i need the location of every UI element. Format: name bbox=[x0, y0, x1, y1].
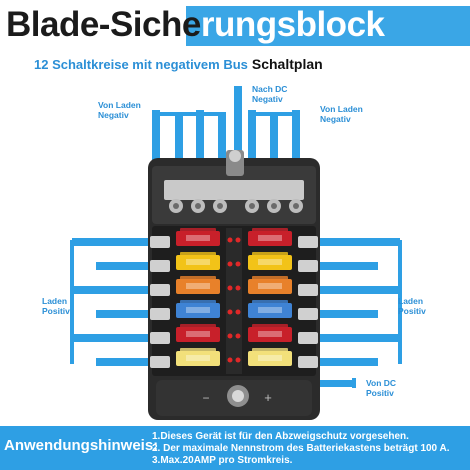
indicator-leds bbox=[227, 237, 241, 363]
title-part-dark: Blade-Siche bbox=[6, 5, 201, 44]
label-right: Laden Positiv bbox=[398, 296, 426, 316]
label-left: Laden Positiv bbox=[42, 296, 70, 316]
note-2: 2. Der maximale Nennstrom des Batterieka… bbox=[152, 443, 450, 454]
blade-fuse bbox=[176, 327, 220, 342]
label-top-left-line1: Von Laden bbox=[98, 100, 141, 110]
label-top-left-line2: Negativ bbox=[98, 110, 129, 120]
fuses-left bbox=[176, 228, 220, 366]
blade-fuse-cap bbox=[252, 300, 288, 305]
label-top-center: Nach DC Negativ bbox=[252, 84, 287, 104]
blade-fuse bbox=[176, 255, 220, 270]
title-part-light: rungsblock bbox=[200, 5, 385, 44]
label-top-left: Von Laden Negativ bbox=[98, 100, 141, 120]
blade-fuse-cap bbox=[252, 252, 288, 257]
fuses-right bbox=[248, 228, 292, 366]
note-3: 3.Max.20AMP pro Stromkreis. bbox=[152, 455, 293, 466]
fuse-window bbox=[258, 259, 282, 265]
fuse-window bbox=[186, 307, 210, 313]
fuse-window bbox=[186, 355, 210, 361]
label-top-center-line2: Negativ bbox=[252, 94, 283, 104]
notes-title: Anwendungshinweis: bbox=[4, 437, 159, 454]
label-top-center-line1: Nach DC bbox=[252, 84, 288, 94]
title-highlight-bar bbox=[186, 6, 470, 46]
side-wires-right bbox=[318, 238, 402, 366]
top-wires-left bbox=[152, 110, 226, 190]
notes-bar bbox=[0, 426, 470, 470]
blade-fuse bbox=[248, 327, 292, 342]
blade-fuse bbox=[248, 255, 292, 270]
fuse-window bbox=[258, 283, 282, 289]
terminal-lugs-right bbox=[298, 236, 318, 368]
title-banner: Blade-Sicherungsblock bbox=[0, 0, 470, 50]
blade-fuse bbox=[248, 279, 292, 294]
fuse-window bbox=[258, 235, 282, 241]
negative-bus-bar bbox=[164, 150, 304, 213]
blade-fuse bbox=[176, 303, 220, 318]
page-title: Blade-Sicherungsblock bbox=[6, 4, 385, 46]
label-right-line1: Laden bbox=[398, 296, 424, 306]
blade-fuse-cap bbox=[180, 348, 216, 353]
blade-fuse bbox=[248, 231, 292, 246]
label-left-line1: Laden bbox=[42, 296, 68, 306]
note-1: 1.Dieses Gerät ist für den Abzweigschutz… bbox=[152, 431, 409, 442]
label-left-line2: Positiv bbox=[42, 306, 70, 316]
notes-list: 1.Dieses Gerät ist für den Abzweigschutz… bbox=[152, 431, 450, 467]
label-top-right-line1: Von Laden bbox=[320, 104, 363, 114]
blade-fuse bbox=[176, 351, 220, 366]
blade-fuse bbox=[248, 303, 292, 318]
fuse-window bbox=[186, 259, 210, 265]
bottom-terminals: − + bbox=[202, 385, 272, 407]
negative-symbol: − bbox=[202, 391, 209, 405]
fuse-window bbox=[258, 331, 282, 337]
blade-fuse bbox=[176, 279, 220, 294]
blade-fuse-cap bbox=[180, 324, 216, 329]
blade-fuse-cap bbox=[180, 252, 216, 257]
subtitle-schematic: Schaltplan bbox=[251, 56, 323, 72]
subtitle-circuits: 12 Schaltkreise mit negativem Bus bbox=[34, 57, 248, 72]
label-dc-positive-line1: Von DC bbox=[366, 378, 397, 388]
blade-fuse-cap bbox=[252, 228, 288, 233]
blade-fuse-cap bbox=[252, 324, 288, 329]
blade-fuse bbox=[248, 351, 292, 366]
label-right-line2: Positiv bbox=[398, 306, 426, 316]
label-top-right: Von Laden Negativ bbox=[320, 104, 363, 124]
side-wires-left bbox=[70, 238, 156, 366]
blade-fuse-cap bbox=[180, 276, 216, 281]
fuse-window bbox=[186, 331, 210, 337]
label-dc-positive: Von DC Positiv bbox=[366, 378, 396, 398]
blade-fuse-cap bbox=[252, 276, 288, 281]
top-wires-right bbox=[248, 110, 300, 190]
fuse-window bbox=[186, 235, 210, 241]
blade-fuse-cap bbox=[252, 348, 288, 353]
positive-symbol: + bbox=[264, 390, 272, 405]
fuse-window bbox=[258, 307, 282, 313]
terminal-lugs-left bbox=[150, 236, 170, 368]
label-top-right-line2: Negativ bbox=[320, 114, 351, 124]
blade-fuse-cap bbox=[180, 300, 216, 305]
top-wire-center bbox=[234, 86, 242, 156]
blade-fuse-cap bbox=[180, 228, 216, 233]
fuse-window bbox=[258, 355, 282, 361]
fuse-window bbox=[186, 283, 210, 289]
blade-fuse bbox=[176, 231, 220, 246]
label-dc-positive-line2: Positiv bbox=[366, 388, 394, 398]
